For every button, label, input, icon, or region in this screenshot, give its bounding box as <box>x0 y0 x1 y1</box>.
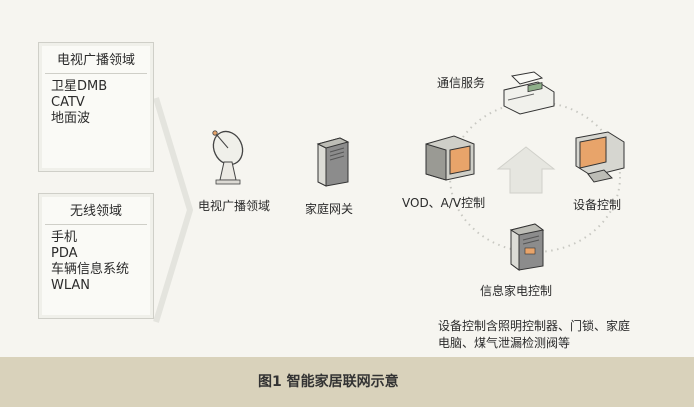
wireless-item: WLAN <box>51 278 91 293</box>
note-line: 电脑、煤气泄漏检测阀等 <box>438 336 571 350</box>
broadcast-panel-title: 电视广播领域 <box>45 43 147 74</box>
broadcast-panel: 电视广播领域 卫星DMB CATV 地面波 <box>38 42 154 172</box>
appliance-label: 信息家电控制 <box>480 284 553 298</box>
broadcast-item: 地面波 <box>51 111 91 126</box>
comm-label: 通信服务 <box>437 76 486 90</box>
figure-caption: 图1 智能家居联网示意 <box>258 374 399 390</box>
crt-monitor-icon <box>425 135 475 181</box>
gateway-label: 家庭网关 <box>305 202 354 216</box>
vod-label: VOD、A/V控制 <box>402 196 486 210</box>
server-tower-icon <box>316 137 350 187</box>
device-label: 设备控制 <box>573 198 622 212</box>
fax-machine-icon <box>503 71 555 115</box>
satellite-dish-icon <box>212 130 244 185</box>
pc-monitor-icon <box>575 131 625 183</box>
appliance-tower-icon <box>509 223 545 271</box>
broadcast-item: CATV <box>51 95 85 110</box>
caption-bar: 图1 智能家居联网示意 <box>0 357 694 407</box>
wireless-item: 手机 <box>51 230 78 245</box>
dish-label: 电视广播领域 <box>198 199 271 213</box>
house-arrow-icon <box>496 146 556 194</box>
wireless-panel: 无线领域 手机 PDA 车辆信息系统 WLAN <box>38 193 154 319</box>
network-ring <box>449 101 621 253</box>
wireless-panel-title: 无线领域 <box>45 194 147 225</box>
chevron-connector <box>153 97 193 323</box>
note-line: 设备控制含照明控制器、门锁、家庭 <box>438 319 631 333</box>
wireless-item: PDA <box>51 246 78 261</box>
broadcast-item: 卫星DMB <box>51 79 108 94</box>
wireless-item: 车辆信息系统 <box>51 262 130 277</box>
